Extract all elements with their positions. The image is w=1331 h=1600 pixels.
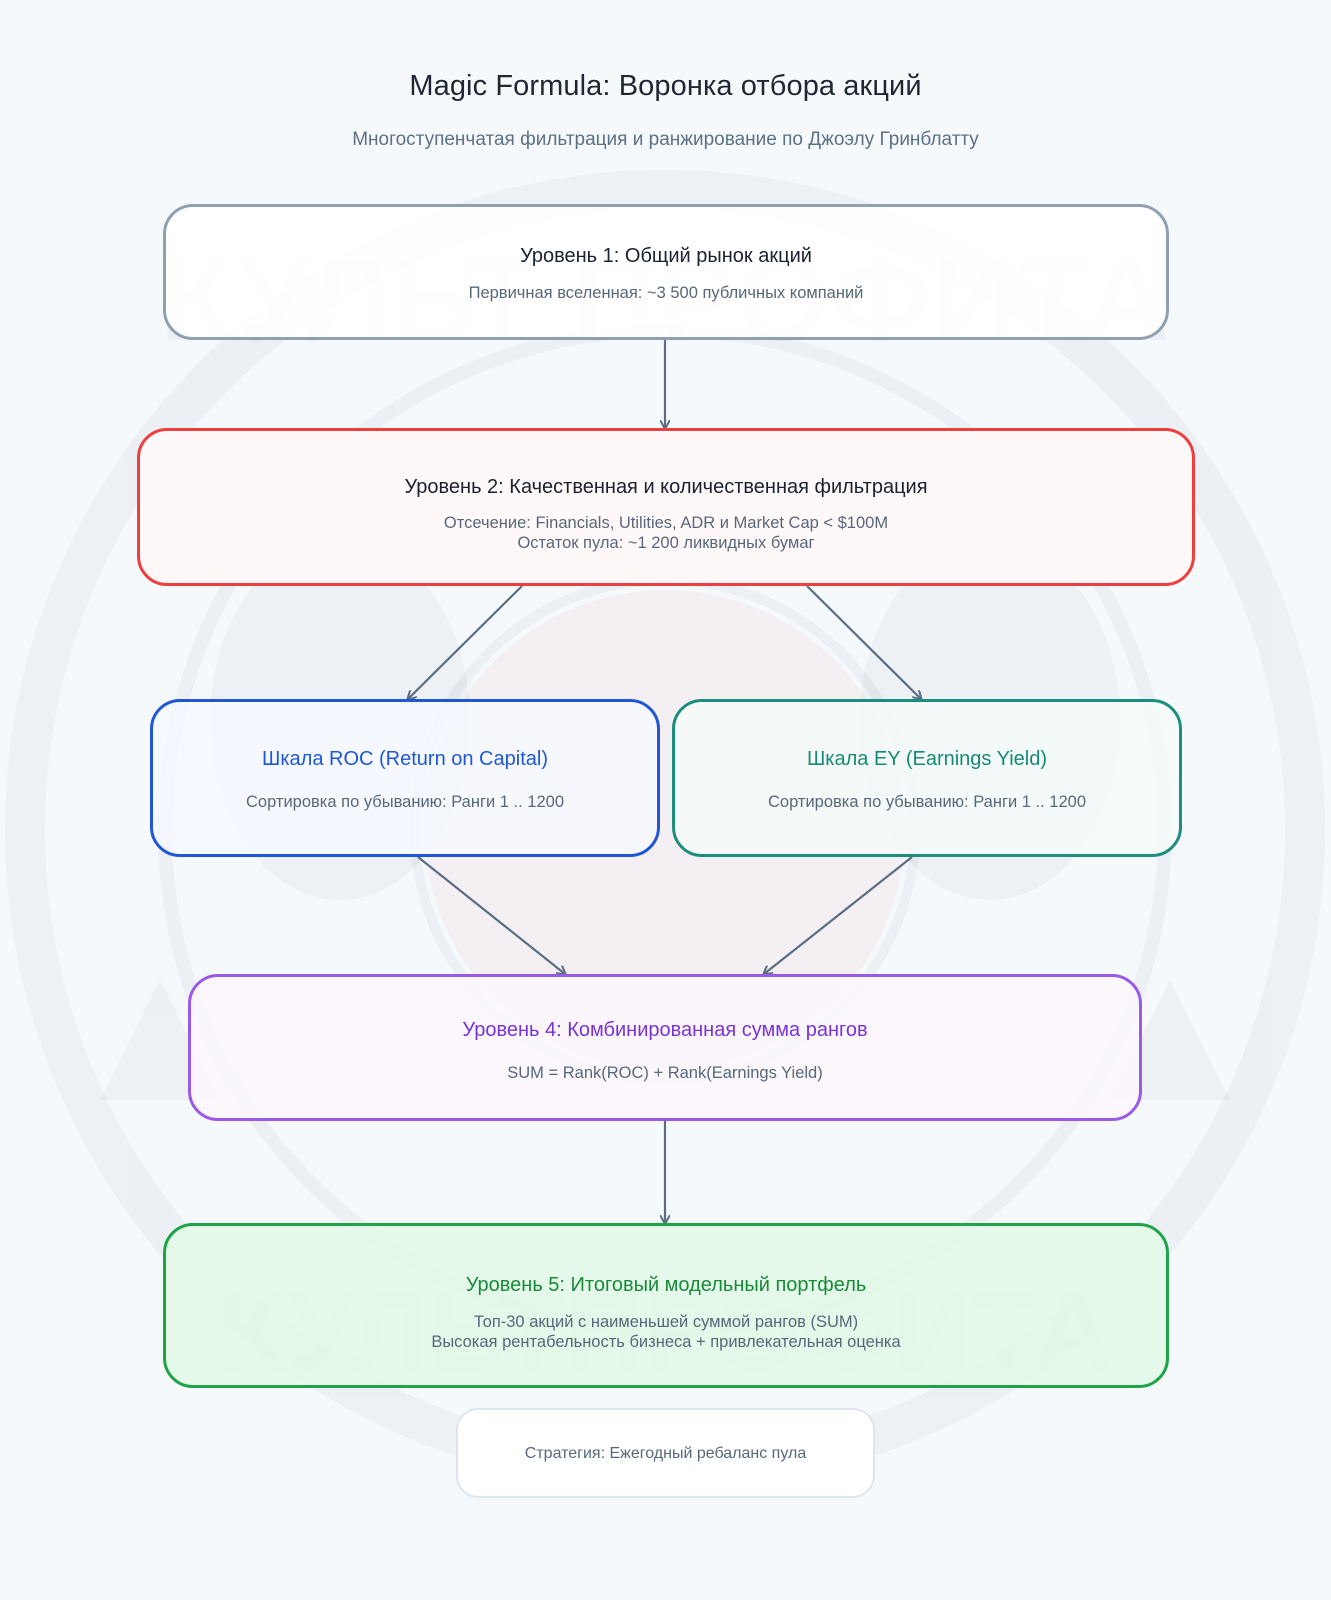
diagram-subtitle: Многоступенчатая фильтрация и ранжирован… <box>352 129 979 150</box>
node-level4-line: SUM = Rank(ROC) + Rank(Earnings Yield) <box>507 1064 823 1082</box>
node-roc: Шкала ROC (Return on Capital) Сортировка… <box>150 699 660 857</box>
node-level5-line-2: Высокая рентабельность бизнеса + привлек… <box>431 1333 901 1351</box>
node-level5-heading: Уровень 5: Итоговый модельный портфель <box>465 1274 867 1296</box>
node-roc-heading: Шкала ROC (Return on Capital) <box>262 748 548 770</box>
node-level2-heading: Уровень 2: Качественная и количественная… <box>404 476 928 498</box>
diagram-title: Magic Formula: Воронка отбора акций <box>409 70 922 102</box>
node-level4: Уровень 4: Комбинированная сумма рангов … <box>188 974 1142 1121</box>
node-ey-line: Сортировка по убыванию: Ранги 1 .. 1200 <box>768 793 1086 811</box>
node-level2-line-1: Отсечение: Financials, Utilities, ADR и … <box>443 514 889 532</box>
node-level4-heading: Уровень 4: Комбинированная сумма рангов <box>462 1019 868 1041</box>
node-level1-line: Первичная вселенная: ~3 500 публичных ко… <box>468 284 864 302</box>
strategy-note: Стратегия: Ежегодный ребаланс пула <box>456 1408 875 1498</box>
node-level5: Уровень 5: Итоговый модельный портфель Т… <box>163 1223 1169 1388</box>
edge-ey-level4 <box>764 856 913 974</box>
node-level2-line-2: Остаток пула: ~1 200 ликвидных бумаг <box>517 534 815 552</box>
node-level2: Уровень 2: Качественная и количественная… <box>137 428 1195 586</box>
edge-level2-roc <box>408 585 523 699</box>
strategy-note-text: Стратегия: Ежегодный ребаланс пула <box>524 1445 807 1462</box>
edge-level2-ey <box>806 585 921 699</box>
node-ey-heading: Шкала EY (Earnings Yield) <box>806 748 1048 770</box>
node-level1-heading: Уровень 1: Общий рынок акций <box>520 245 812 267</box>
node-level5-line-1: Топ-30 акций с наименьшей суммой рангов … <box>473 1313 859 1331</box>
node-ey: Шкала EY (Earnings Yield) Сортировка по … <box>672 699 1182 857</box>
node-level1: Уровень 1: Общий рынок акций Первичная в… <box>163 204 1169 340</box>
edge-roc-level4 <box>417 856 565 974</box>
node-roc-line: Сортировка по убыванию: Ранги 1 .. 1200 <box>246 793 564 811</box>
